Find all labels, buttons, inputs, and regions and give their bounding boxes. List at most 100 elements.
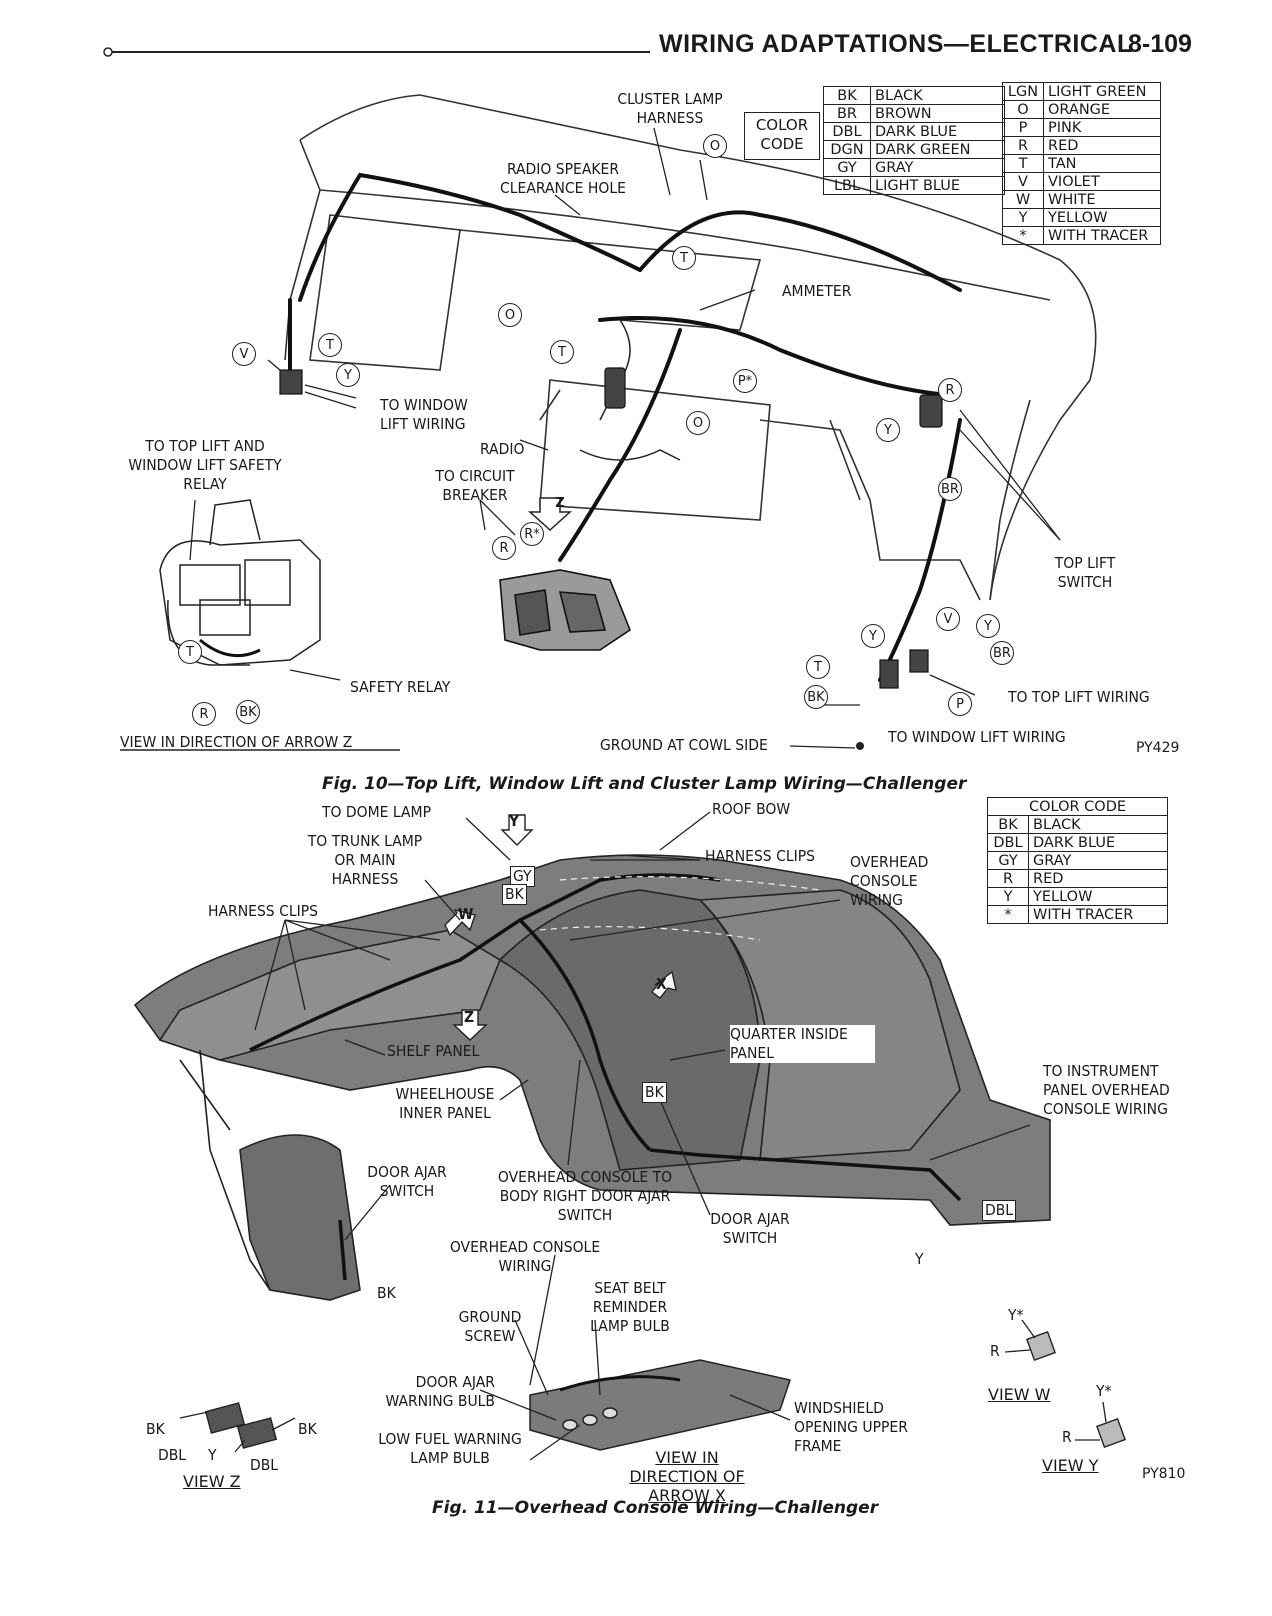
- color-code-title-row: COLOR CODE: [987, 797, 1168, 816]
- color-code-name: RED: [1028, 869, 1168, 888]
- color-code-abbrev: T: [1002, 154, 1044, 173]
- label-to-circuit-breaker: TO CIRCUIT BREAKER: [435, 467, 515, 504]
- callout-t: T: [178, 640, 202, 664]
- callout-br: BR: [990, 641, 1014, 665]
- view-y-label: VIEW Y: [1042, 1456, 1099, 1475]
- color-code-abbrev: BK: [823, 86, 871, 105]
- view-z-label: VIEW Z: [183, 1472, 241, 1491]
- page-number: 8-109: [1128, 30, 1192, 58]
- color-code-name: DARK GREEN: [870, 140, 1005, 159]
- wire-tag-r: R: [990, 1342, 1000, 1360]
- color-code-name: DARK BLUE: [1028, 833, 1168, 852]
- label-windshield-opening: WINDSHIELD OPENING UPPER FRAME: [794, 1399, 908, 1455]
- label-overhead-console-wiring-2: OVERHEAD CONSOLE WIRING: [449, 1238, 601, 1275]
- label-radio-speaker-hole: RADIO SPEAKER CLEARANCE HOLE: [500, 160, 626, 197]
- color-code-abbrev: P: [1002, 118, 1044, 137]
- color-code-name: YELLOW: [1043, 208, 1161, 227]
- callout-y: Y: [861, 624, 885, 648]
- wire-tag-bk: BK: [298, 1420, 317, 1438]
- wire-tag-y-star: Y*: [1096, 1382, 1112, 1400]
- view-arrow-z-label: VIEW IN DIRECTION OF ARROW Z: [120, 733, 353, 751]
- color-code-name: GRAY: [1028, 851, 1168, 870]
- callout-t: T: [550, 340, 574, 364]
- label-to-dome-lamp: TO DOME LAMP: [322, 803, 431, 821]
- callout-r: R: [192, 702, 216, 726]
- color-code-abbrev: LGN: [1002, 82, 1044, 101]
- color-code-name: GRAY: [870, 158, 1005, 177]
- wire-tag-bk: BK: [377, 1284, 396, 1302]
- wire-tag-y-star: Y*: [1008, 1306, 1024, 1324]
- label-low-fuel-warning: LOW FUEL WARNING LAMP BULB: [378, 1430, 522, 1467]
- fig10-code: PY429: [1136, 740, 1180, 756]
- label-cluster-lamp-harness: CLUSTER LAMP HARNESS: [617, 90, 723, 127]
- callout-t: T: [318, 333, 342, 357]
- label-wheelhouse-inner-panel: WHEELHOUSE INNER PANEL: [395, 1085, 495, 1122]
- label-overhead-console-wiring: OVERHEAD CONSOLE WIRING: [850, 853, 929, 909]
- label-top-lift-switch: TOP LIFT SWITCH: [1054, 554, 1116, 591]
- callout-p: P*: [733, 369, 757, 393]
- wire-tag-dbl: DBL: [250, 1456, 279, 1474]
- color-code-name: WITH TRACER: [1028, 905, 1168, 924]
- color-code-name: DARK BLUE: [870, 122, 1005, 141]
- callout-v: V: [936, 607, 960, 631]
- wire-tag-dbl: DBL: [982, 1200, 1017, 1221]
- color-code-name: VIOLET: [1043, 172, 1161, 191]
- view-w-label: VIEW W: [988, 1385, 1051, 1404]
- wire-tag-bk: BK: [502, 884, 527, 905]
- label-door-ajar-switch-right: DOOR AJAR SWITCH: [710, 1210, 790, 1247]
- fig11-caption: Fig. 11—Overhead Console Wiring—Challeng…: [432, 1498, 879, 1518]
- callout-v: V: [232, 342, 256, 366]
- color-code-name: RED: [1043, 136, 1161, 155]
- callout-t: T: [672, 246, 696, 270]
- label-to-top-lift-safety-relay: TO TOP LIFT AND WINDOW LIFT SAFETY RELAY: [128, 437, 282, 493]
- color-code-abbrev: Y: [1002, 208, 1044, 227]
- color-code-abbrev: *: [987, 905, 1029, 924]
- callout-y: Y: [976, 614, 1000, 638]
- callout-p: P: [948, 692, 972, 716]
- callout-r-star: R*: [520, 522, 544, 546]
- wire-tag-dbl: DBL: [158, 1446, 187, 1464]
- callout-br: BR: [938, 477, 962, 501]
- color-code-row: *WITH TRACER: [987, 905, 1168, 924]
- label-shelf-panel: SHELF PANEL: [387, 1042, 480, 1060]
- arrow-z-letter: Z: [555, 496, 565, 511]
- color-code-name: YELLOW: [1028, 887, 1168, 906]
- color-code-abbrev: GY: [823, 158, 871, 177]
- arrow-w-letter: W: [458, 905, 474, 923]
- page-header-title: WIRING ADAPTATIONS—ELECTRICAL: [659, 30, 1133, 58]
- color-code-name: BLACK: [1028, 815, 1168, 834]
- fig10-caption: Fig. 10—Top Lift, Window Lift and Cluste…: [322, 774, 967, 794]
- wire-tag-y: Y: [915, 1250, 924, 1268]
- label-ammeter: AMMETER: [782, 282, 852, 300]
- label-to-trunk-lamp: TO TRUNK LAMP OR MAIN HARNESS: [307, 832, 423, 888]
- label-roof-bow: ROOF BOW: [712, 800, 791, 818]
- callout-y: Y: [876, 418, 900, 442]
- label-harness-clips-left: HARNESS CLIPS: [208, 902, 318, 920]
- color-code-abbrev: LBL: [823, 176, 871, 195]
- color-code-name: TAN: [1043, 154, 1161, 173]
- color-code-abbrev: R: [987, 869, 1029, 888]
- callout-bk: BK: [804, 685, 828, 709]
- wire-tag-y: Y: [208, 1446, 217, 1464]
- wire-tag-r: R: [1062, 1428, 1072, 1446]
- label-to-window-lift-wiring-2: TO WINDOW LIFT WIRING: [888, 728, 1066, 746]
